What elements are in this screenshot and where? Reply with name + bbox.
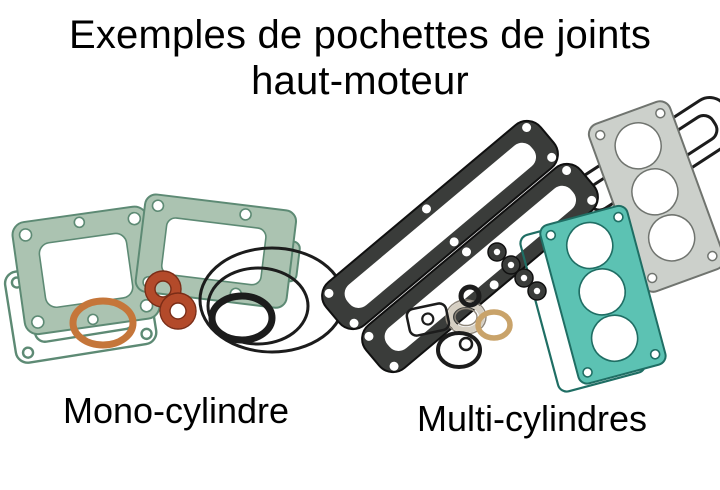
mono-cylinder-kit: [3, 193, 346, 364]
head-gasket-right-icon: [134, 193, 301, 309]
valve-cover-gasket-1-icon: [321, 119, 559, 331]
copper-washer-icon: [69, 297, 137, 349]
head-gasket-teal-icon: [539, 204, 667, 385]
title-line-2: haut-moteur: [251, 59, 469, 103]
exhaust-rings-icon: [144, 270, 197, 330]
caption-multi-cylinders: Multi-cylindres: [416, 398, 648, 439]
title-line-1: Exemples de pochettes de joints: [68, 13, 652, 57]
page-title: Exemples de pochettes de joints haut-mot…: [0, 12, 720, 104]
caption-mono-cylinder: Mono-cylindre: [62, 390, 290, 431]
valve-cover-gasket-2-icon: [361, 162, 599, 374]
small-o-ring-icon: [458, 284, 482, 308]
multi-cylinder-kit: [321, 96, 720, 393]
head-gasket-gray-icon: [587, 100, 720, 293]
oil-seal-icon: [436, 331, 482, 369]
valve-seals-icon: [487, 242, 547, 301]
small-plate-gasket-icon: [405, 302, 451, 337]
